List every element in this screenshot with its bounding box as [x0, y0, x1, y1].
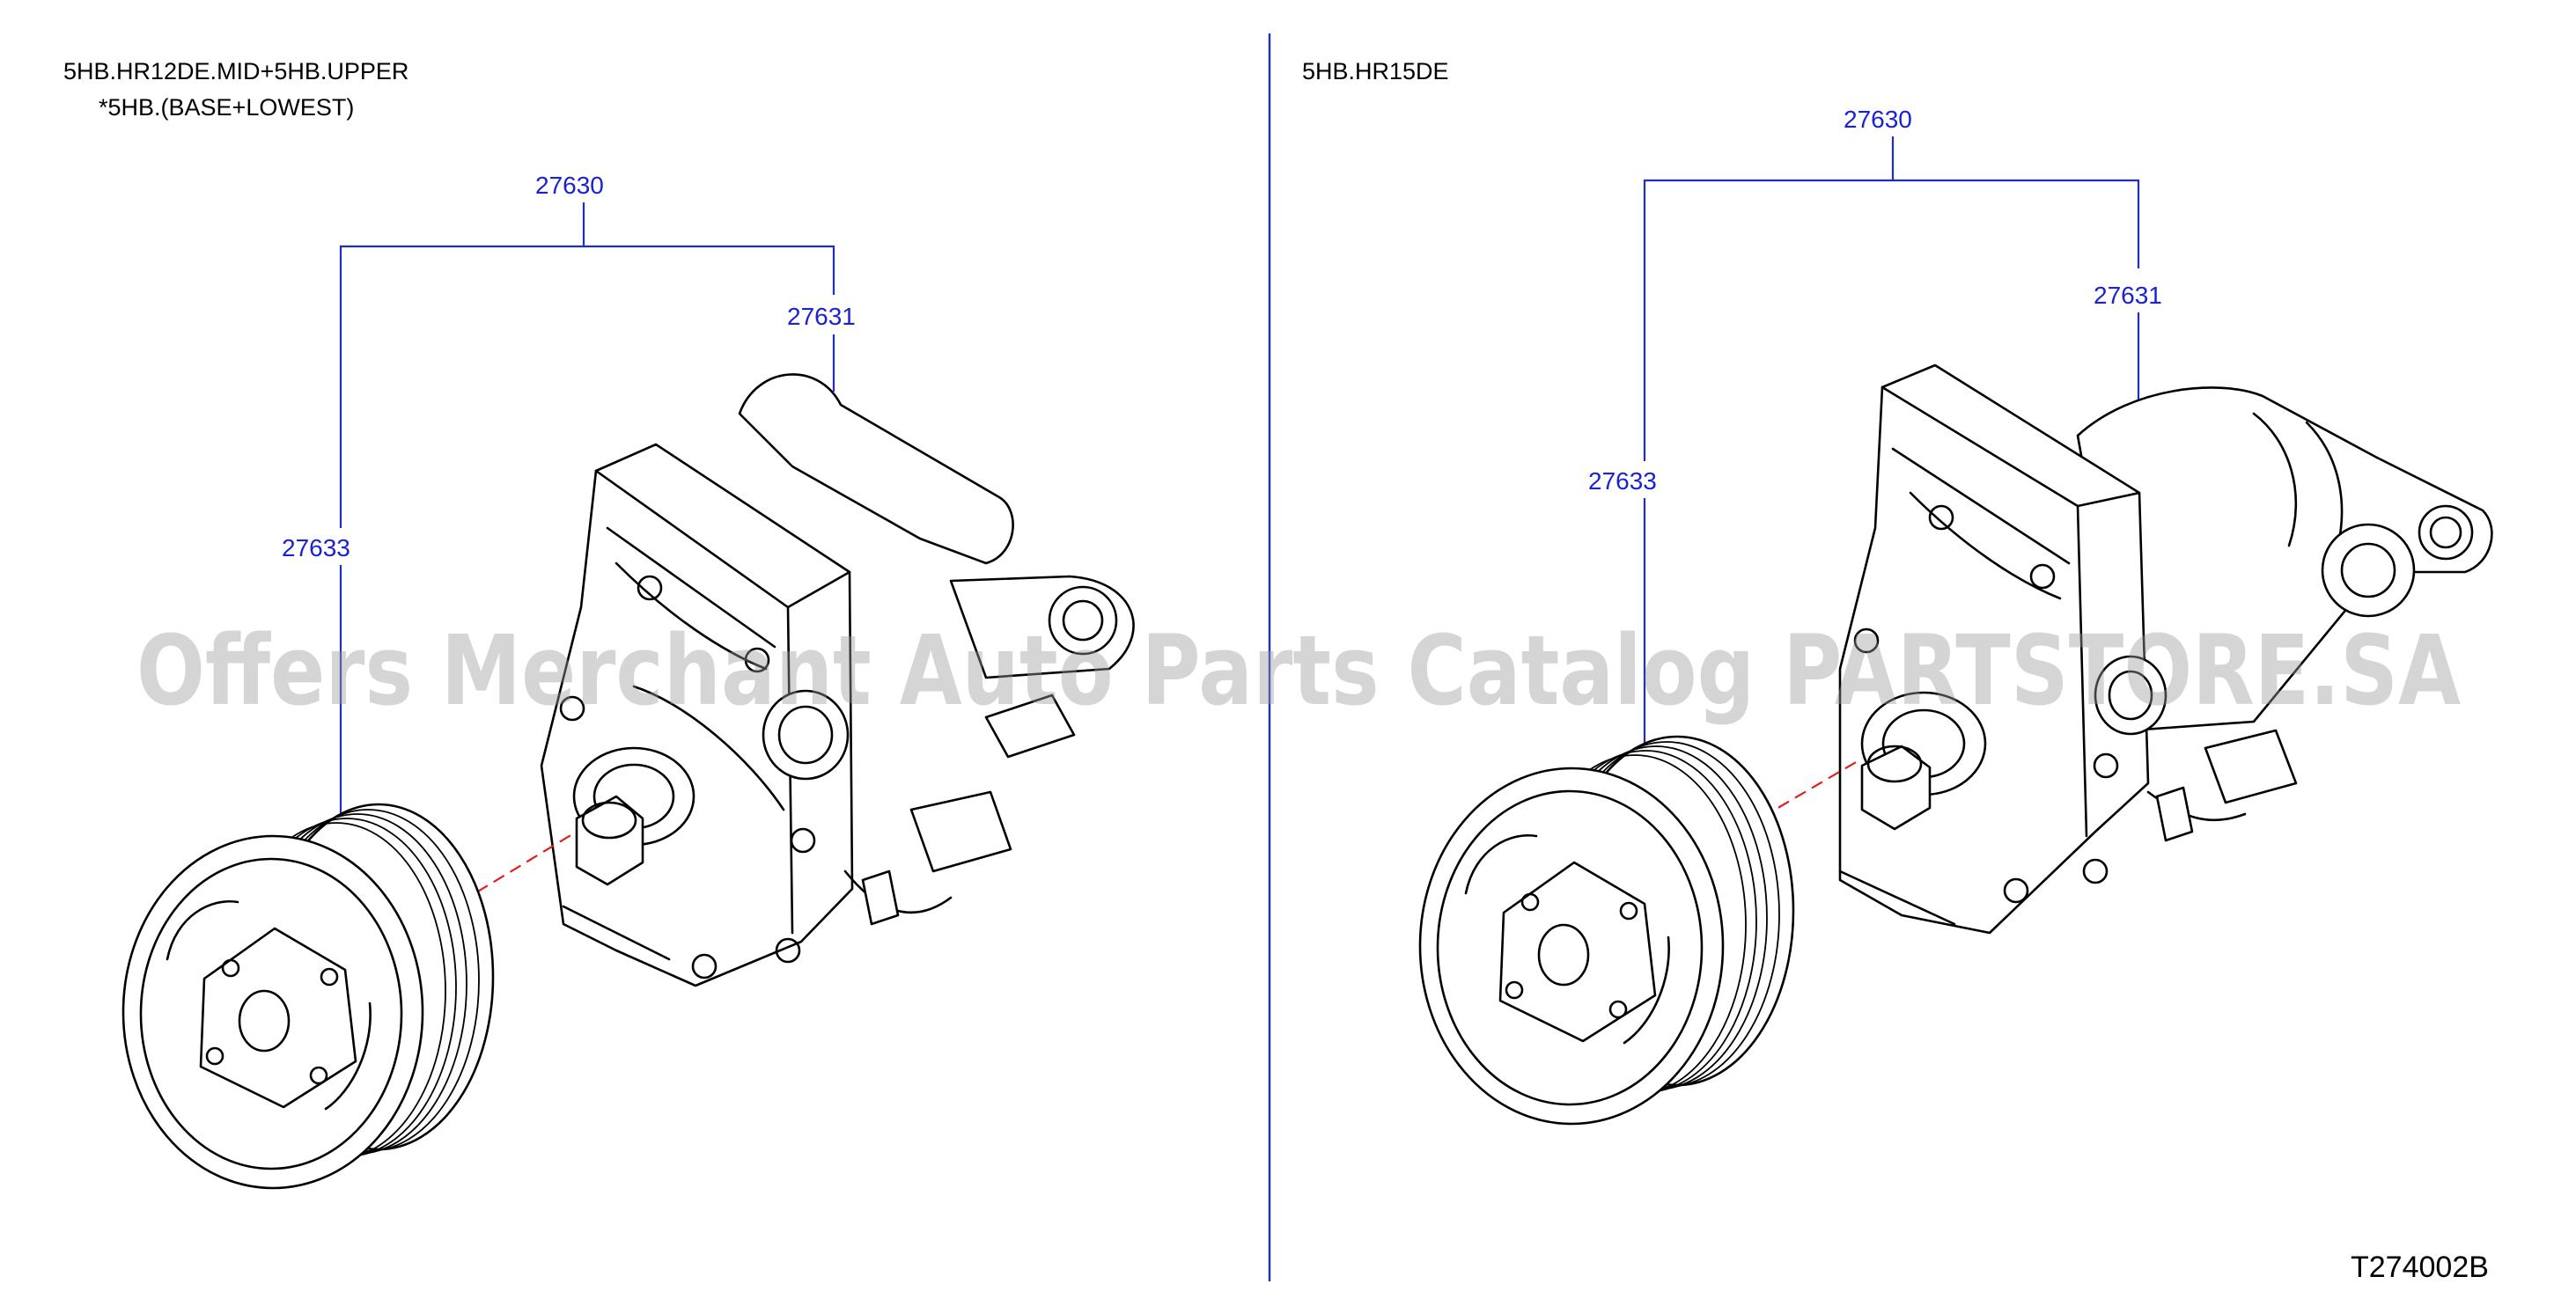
- variant-line-2: *5HB.(BASE+LOWEST): [99, 94, 354, 121]
- clutch-pulley-illustration: [121, 803, 495, 1190]
- callout-27630[interactable]: 27630: [535, 172, 604, 199]
- illustration-code: T274002B: [2351, 1251, 2489, 1284]
- clutch-pulley-illustration: [1418, 735, 1795, 1126]
- compressor-illustration: [540, 373, 1135, 987]
- axis-line: [460, 833, 573, 903]
- callout-27633[interactable]: 27633: [1588, 467, 1657, 495]
- watermark: Offers Merchant Auto Parts Catalog PARTS…: [136, 614, 2461, 727]
- compressor-illustration: [1838, 363, 2493, 935]
- variant-line-1: 5HB.HR15DE: [1302, 58, 1449, 84]
- callout-27631[interactable]: 27631: [2094, 282, 2162, 309]
- panel-right: 5HB.HR15DE 27630 27631 27633: [1302, 58, 2493, 1126]
- panel-left: 5HB.HR12DE.MID+5HB.UPPER *5HB.(BASE+LOWE…: [63, 58, 1135, 1190]
- callout-27630[interactable]: 27630: [1844, 106, 1912, 133]
- variant-line-1: 5HB.HR12DE.MID+5HB.UPPER: [63, 58, 408, 84]
- callout-27631[interactable]: 27631: [787, 303, 856, 330]
- callout-27633[interactable]: 27633: [282, 534, 350, 561]
